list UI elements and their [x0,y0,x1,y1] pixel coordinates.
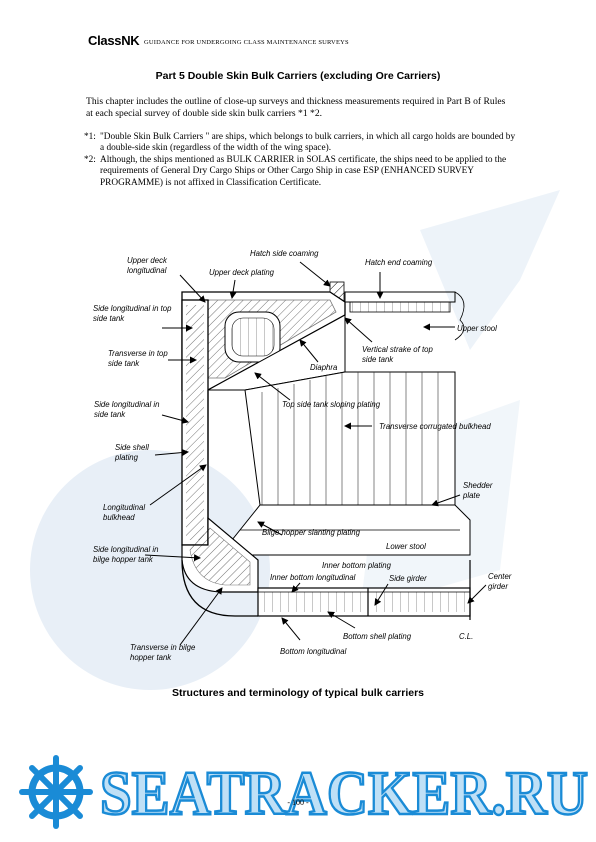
label-side-longitudinal-bilge-hopper: Side longitudinal in bilge hopper tank [93,545,159,564]
label-transverse-top-side-tank: Transverse in top side tank [108,349,168,368]
label-bilge-hopper-slanting-plating: Bilge hopper slanting plating [262,528,360,537]
label-inner-bottom-plating: Inner bottom plating [322,561,391,570]
label-lower-stool: Lower stool [386,542,426,551]
label-side-girder: Side girder [389,574,427,583]
page-number: - 100 - [287,798,309,807]
label-vertical-strake: Vertical strake of top side tank [362,345,433,364]
leader-arrows [144,261,487,646]
footnote-text: Although, the ships mentioned as BULK CA… [100,154,507,188]
label-transverse-corrugated-bulkhead: Transverse corrugated bulkhead [379,422,491,431]
intro-paragraph: This chapter includes the outline of clo… [86,96,506,119]
label-side-shell-plating: Side shell plating [115,443,149,462]
figure-caption: Structures and terminology of typical bu… [171,687,425,699]
label-side-longitudinal-top-side-tank: Side longitudinal in top side tank [93,304,172,323]
label-side-longitudinal-side-tank: Side longitudinal in side tank [94,400,160,419]
label-cl: C.L. [459,632,474,641]
label-upper-deck-longitudinal: Upper deck longitudinal [127,256,167,275]
footnote-mark: *2: [84,154,96,165]
part-title: Part 5 Double Skin Bulk Carriers (exclud… [155,70,441,82]
transverse-corrugated-bulkhead [244,371,456,506]
side-shell [181,299,209,546]
footnote-1: *1: "Double Skin Bulk Carriers " are shi… [84,132,516,155]
label-bottom-longitudinal: Bottom longitudinal [280,647,347,656]
label-bottom-shell-plating: Bottom shell plating [343,632,412,641]
footnote-text: "Double Skin Bulk Carriers " are ships, … [100,132,516,154]
footnote-2: *2: Although, the ships mentioned as BUL… [84,154,516,189]
label-longitudinal-bulkhead: Longitudinal bulkhead [103,503,146,522]
ship-wheel-icon [19,755,93,829]
bulk-carrier-structure-diagram [144,261,487,646]
footnotes: *1: "Double Skin Bulk Carriers " are shi… [84,132,516,189]
header-subtitle: GUIDANCE FOR UNDERGOING CLASS MAINTENANC… [144,39,349,46]
classnk-logo: ClassNK [88,33,140,48]
label-hatch-end-coaming: Hatch end coaming [365,258,433,267]
label-upper-stool: Upper stool [457,324,497,333]
label-top-side-tank-sloping-plating: Top side tank sloping plating [282,400,381,409]
seatracker-watermark: SEATRACKER.RU [19,755,589,829]
label-center-girder: Center girder [488,572,512,591]
footnote-mark: *1: [84,132,96,142]
label-hatch-side-coaming: Hatch side coaming [250,249,319,258]
bilge-hopper [181,516,259,593]
watermark-text: SEATRACKER.RU [100,760,588,828]
label-shedder-plate: Shedder plate [463,481,493,500]
label-transverse-bilge-hopper: Transverse in bilge hopper tank [130,643,196,662]
label-inner-bottom-longitudinal: Inner bottom longitudinal [270,573,356,582]
label-diaphra: Diaphra [310,363,338,372]
upper-stool [344,291,465,341]
label-upper-deck-plating: Upper deck plating [209,268,275,277]
